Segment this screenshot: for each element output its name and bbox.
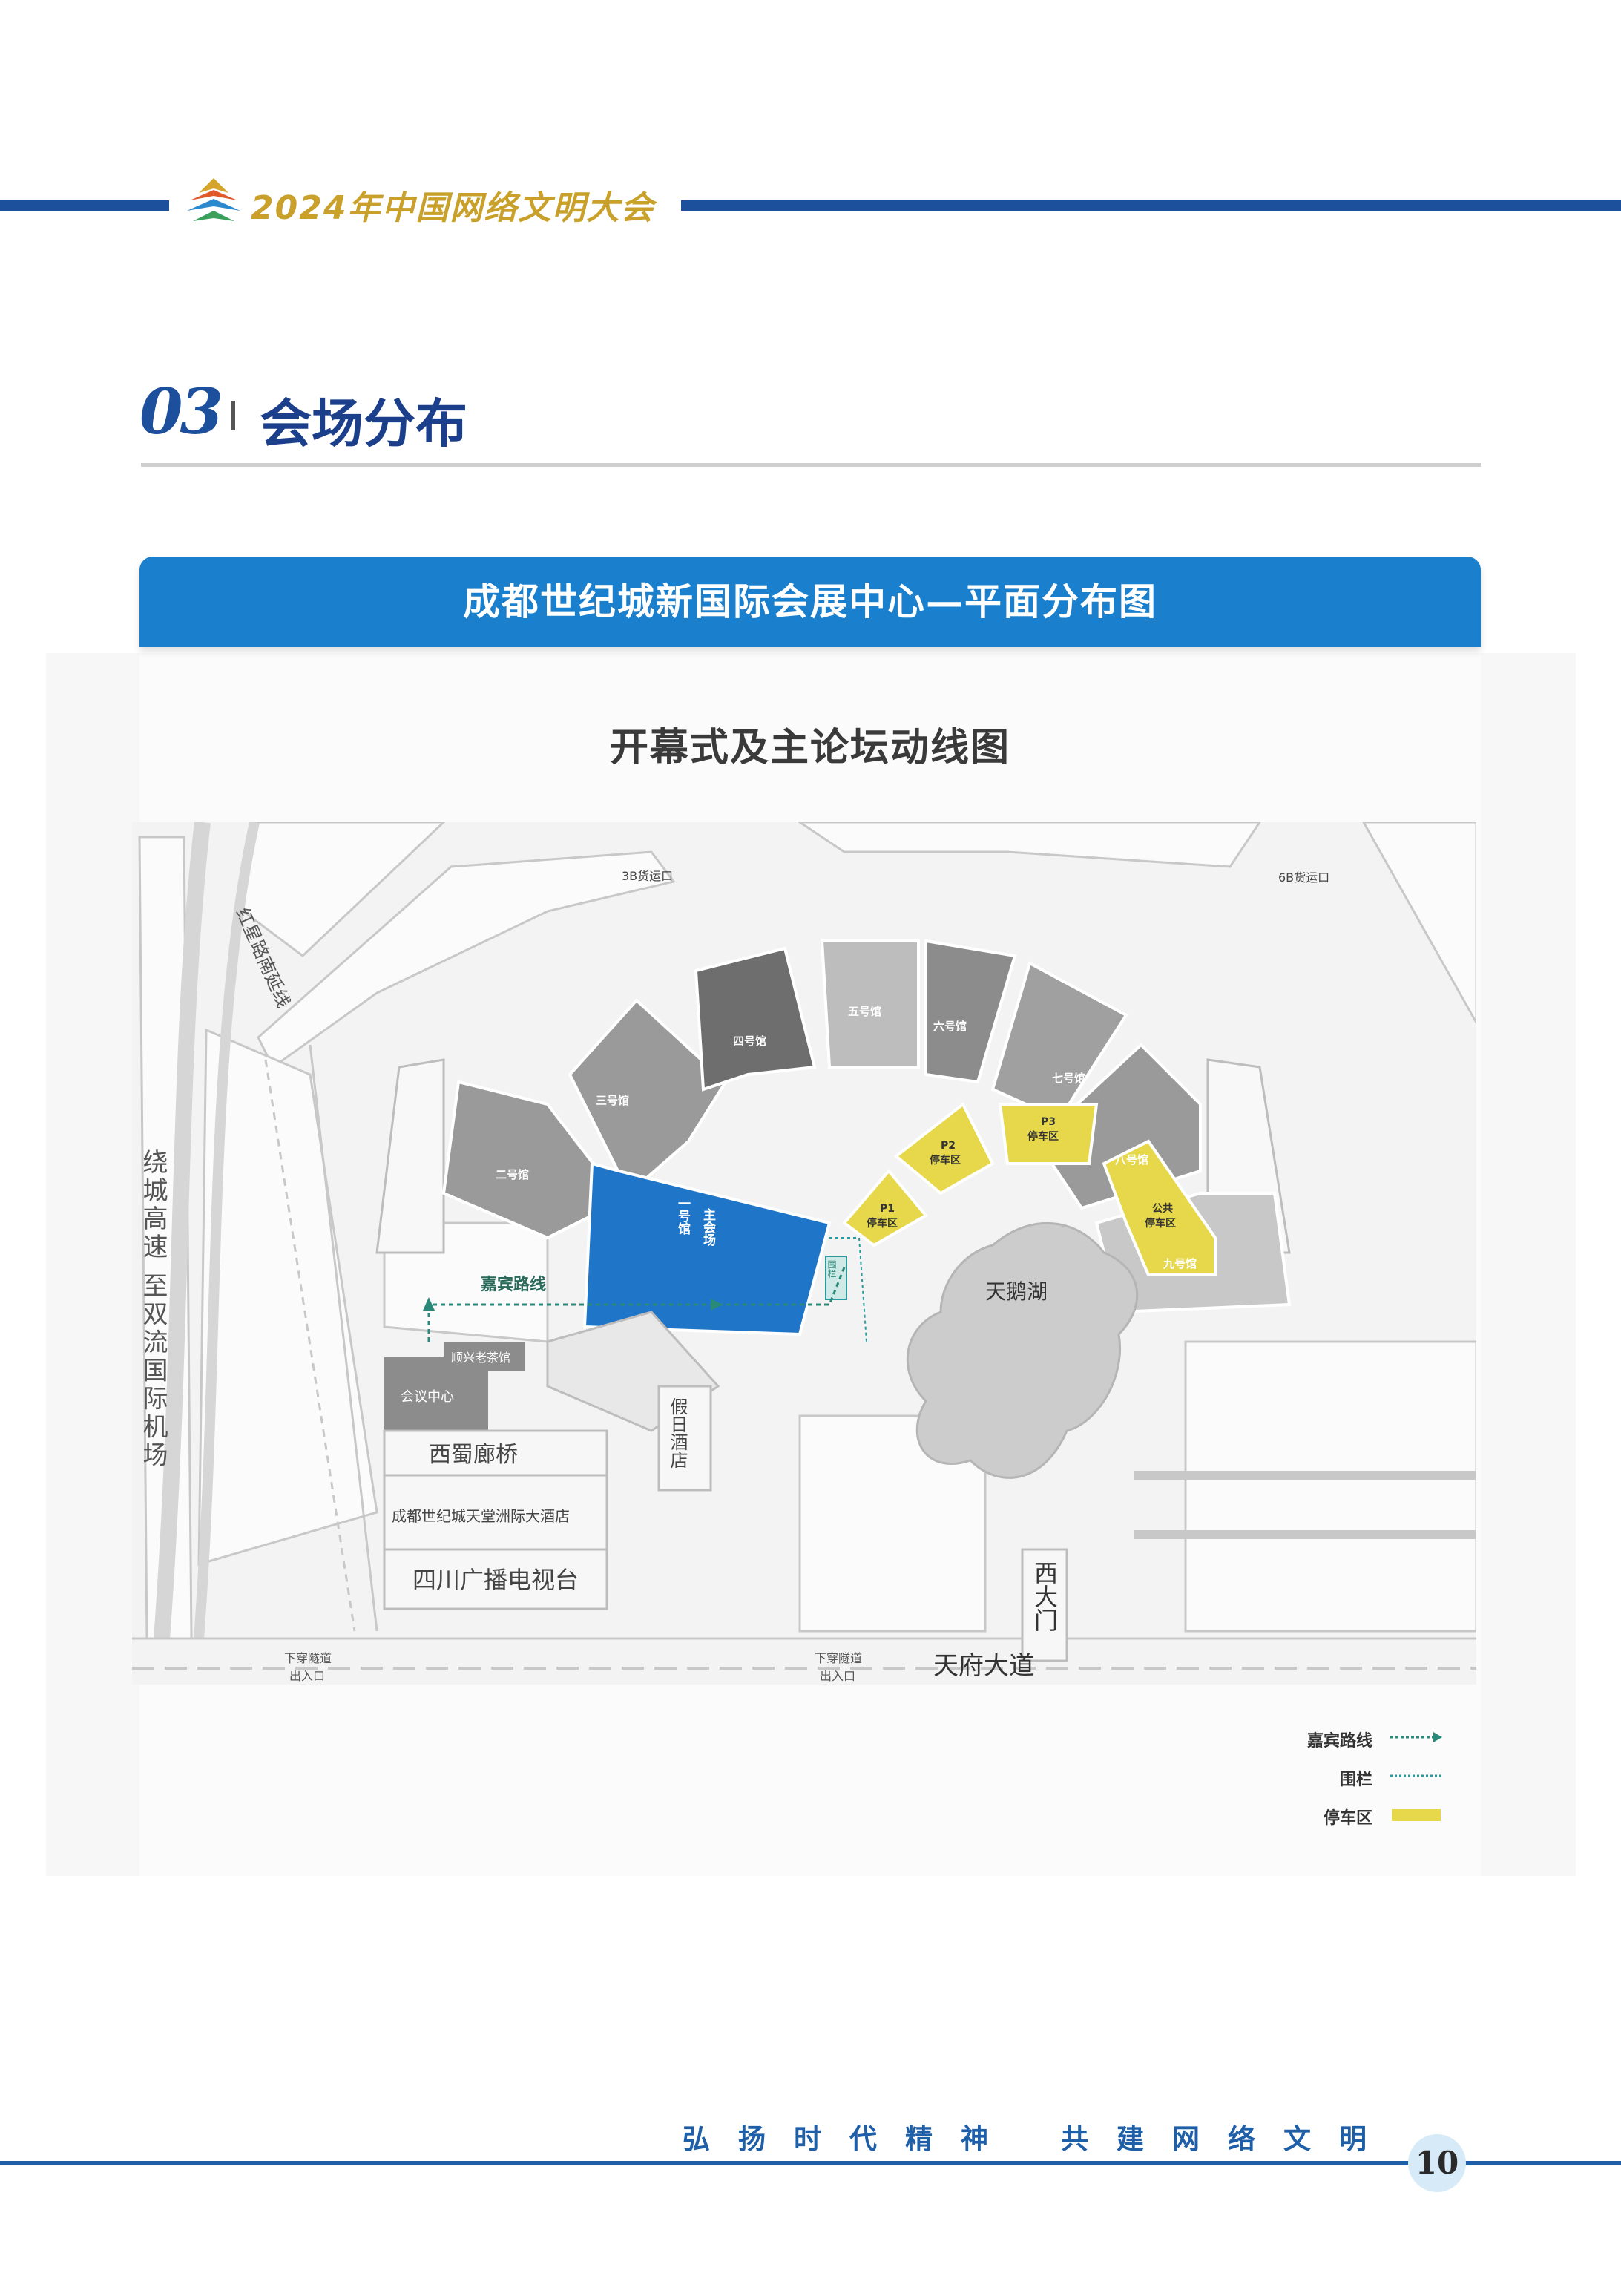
- fence-tag-label: 围栏: [826, 1260, 837, 1278]
- hall-9-label: 九号馆: [1163, 1257, 1197, 1270]
- parking-p3: [998, 1103, 1099, 1165]
- tianfu-label: 天府大道: [933, 1651, 1034, 1681]
- tunnel2-label: 下穿隧道: [815, 1651, 862, 1665]
- conf-center-label: 会议中心: [401, 1389, 454, 1405]
- hall-7-label: 七号馆: [1052, 1072, 1085, 1085]
- banner: [139, 557, 1481, 647]
- tv-label: 四川广播电视台: [412, 1566, 579, 1594]
- banner-title: 成都世纪城新国际会展中心—平面分布图: [463, 580, 1157, 623]
- hall-1-main-venue: [582, 1161, 832, 1336]
- hall-6: [924, 939, 1017, 1084]
- dock-6b-label: 6B货运口: [1278, 870, 1329, 885]
- hall-6-label: 六号馆: [933, 1020, 967, 1033]
- section-divider: [231, 401, 235, 430]
- header-rule-right: [681, 200, 1621, 211]
- teahouse: [444, 1342, 525, 1371]
- parking-p1: [842, 1168, 929, 1247]
- tunnel1-sub: 出入口: [289, 1669, 325, 1683]
- bridge-label: 西蜀廊桥: [429, 1442, 518, 1468]
- map-title: 开幕式及主论坛动线图: [609, 726, 1010, 770]
- parking-p3-label: P3: [1041, 1116, 1056, 1128]
- parking-public: [1102, 1139, 1217, 1276]
- parking-p2: [893, 1101, 995, 1195]
- hall-2: [441, 1080, 625, 1240]
- hall-5: [820, 939, 920, 1069]
- legend-vip-label: 嘉宾路线: [1306, 1732, 1372, 1751]
- west-gate-label: 西大门: [1030, 1561, 1059, 1632]
- holiday-hotel-label: 假日酒店: [667, 1397, 688, 1469]
- legend-fence-label: 围栏: [1339, 1771, 1372, 1789]
- parking-p3-sub: 停车区: [1027, 1130, 1059, 1143]
- conference-logo-icon: [187, 178, 240, 221]
- swan-lake: [906, 1221, 1139, 1479]
- legend-parking-label: 停车区: [1323, 1809, 1372, 1828]
- dock-3b-label: 3B货运口: [622, 869, 673, 883]
- parking-p2-label: P2: [941, 1140, 956, 1152]
- parking-public-label: 公共: [1152, 1202, 1173, 1215]
- footer-slogan-1: 弘扬时代精神: [683, 2122, 1016, 2155]
- teahouse-label: 顺兴老茶馆: [451, 1351, 510, 1365]
- hall-4-label: 四号馆: [733, 1034, 766, 1048]
- section-rule: [141, 463, 1481, 467]
- header-rule-left: [0, 200, 169, 211]
- legend-fence-line-icon: [1390, 1774, 1442, 1777]
- hotel-label: 成都世纪城天堂洲际大酒店: [392, 1507, 570, 1525]
- header-title: 2024年中国网络文明大会: [251, 189, 655, 227]
- tunnel2-sub: 出入口: [820, 1669, 855, 1683]
- hall-8-label: 八号馆: [1114, 1153, 1148, 1167]
- lake-label: 天鹅湖: [985, 1279, 1048, 1304]
- main-venue-label: 主会场: [700, 1207, 716, 1247]
- tunnel1-label: 下穿隧道: [284, 1651, 332, 1665]
- highway-label: 绕城高速 至双流国际机场: [138, 1149, 168, 1470]
- hall-3-label: 三号馆: [596, 1094, 629, 1107]
- hall-1-label: 一号馆: [675, 1197, 691, 1236]
- hall-5-label: 五号馆: [848, 1005, 881, 1018]
- hall-4: [694, 946, 817, 1092]
- legend-parking-swatch: [1392, 1809, 1441, 1821]
- footer-rule: [0, 2161, 1621, 2165]
- legend-vip-arrow-icon: [1390, 1732, 1442, 1742]
- parking-p2-sub: 停车区: [930, 1154, 961, 1167]
- page-number: 10: [1415, 2145, 1459, 2181]
- parking-p1-label: P1: [880, 1203, 895, 1215]
- parking-p1-sub: 停车区: [867, 1217, 898, 1230]
- section-title: 会场分布: [260, 393, 467, 454]
- parking-public-sub: 停车区: [1145, 1217, 1176, 1230]
- section-number: 03: [139, 375, 223, 448]
- venue-map: 3B货运口 6B货运口 红星路南延线 绕城高速 至双流国际机场 二号馆 三号馆 …: [132, 822, 1476, 1685]
- hall-2-label: 二号馆: [496, 1168, 529, 1181]
- page-number-badge: [1408, 2134, 1466, 2192]
- footer-slogan-2: 共建网络文明: [1061, 2122, 1395, 2155]
- vip-route-label: 嘉宾路线: [481, 1275, 546, 1294]
